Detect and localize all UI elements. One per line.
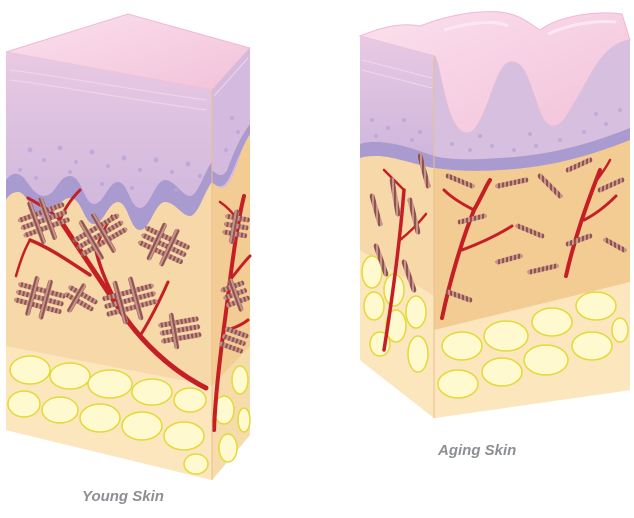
young-skin-caption: Young Skin xyxy=(82,488,164,505)
aging-skin-caption: Aging Skin xyxy=(438,442,516,459)
aging-skin-block xyxy=(360,12,630,418)
young-skin-block xyxy=(6,14,250,480)
